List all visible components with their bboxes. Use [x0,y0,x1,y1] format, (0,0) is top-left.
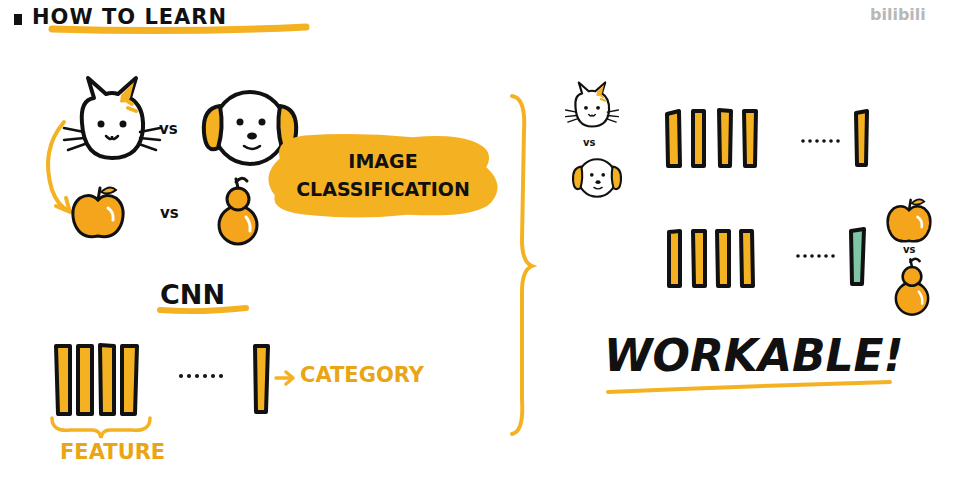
ellipsis-dots [179,374,183,378]
category-arrow [276,372,293,384]
ellipsis-dots [187,374,191,378]
feature-brace [52,418,150,438]
right-feature-bars-1 [744,111,756,166]
ellipsis-dots-1 [801,139,805,143]
ellipsis-dots-1 [836,139,840,143]
ellipsis-dots-2 [831,254,835,258]
blob-content: IMAGE CLASSIFICATION [280,148,486,203]
left-examples [64,78,160,158]
ellipsis-dots-1 [801,139,840,143]
ellipsis-dots-1 [808,139,812,143]
workable-underline [608,382,890,392]
feature-label: FEATURE [60,441,165,464]
blob-shape [260,132,506,220]
right-feature-bars-2 [693,231,705,286]
cnn-label: CNN [160,280,225,310]
vs-label: vs [159,121,178,138]
ellipsis-dots-1 [822,139,826,143]
ellipsis-dots-1 [815,139,819,143]
right-examples [566,83,931,315]
right-examples [566,83,619,127]
ellipsis-dots-1 [829,139,833,143]
ellipsis-dots [195,374,199,378]
right-feature-bars-1 [856,111,867,165]
ellipsis-dots-2 [810,254,814,258]
right-feature-bars-2 [669,231,680,286]
left-feature-bars [56,346,70,414]
ellipsis-dots [179,374,223,378]
right-feature-bars-1 [719,110,731,166]
right-examples [896,259,928,315]
ellipsis-dots-2 [824,254,828,258]
left-feature-bars [56,345,268,414]
title-decoration [14,14,22,25]
big-brace [512,96,532,434]
big-brace [512,96,532,434]
left-examples [73,187,123,236]
ellipsis-dots [211,374,215,378]
blob-text: IMAGE CLASSIFICATION [280,148,486,203]
ellipsis-dots-2 [796,254,800,258]
right-examples [888,199,931,241]
feature-brace [52,418,150,438]
left-feature-bars [255,346,268,412]
right-feature-bars-1 [667,111,680,166]
left-examples [56,198,70,212]
right-feature-bars-2 [669,229,864,286]
left-examples [48,78,296,244]
left-feature-bars [78,346,92,414]
vs-label: vs [903,244,915,255]
watermark: bilibili [870,6,926,24]
vs-label: vs [583,137,595,148]
workable-underline [608,382,890,392]
right-examples [573,159,621,196]
ellipsis-dots-2 [803,254,807,258]
category-label: CATEGORY [300,364,424,387]
left-feature-bars [100,345,114,414]
vs-label: vs [160,205,179,222]
right-feature-bars-2 [717,231,729,286]
classification-blob: IMAGE CLASSIFICATION [260,132,506,220]
title: HOW TO LEARN [32,6,227,29]
right-feature-bars-2 [741,231,753,286]
left-feature-bars [122,346,137,414]
left-examples [219,178,257,244]
ellipsis-dots-2 [796,254,835,258]
right-feature-bars-2 [851,229,864,284]
blob-fill [268,134,497,217]
workable-label: WORKABLE! [604,332,904,380]
ellipsis-dots-2 [817,254,821,258]
ellipsis-dots [203,374,207,378]
right-feature-bars-1 [693,111,704,166]
ellipsis-dots [219,374,223,378]
right-feature-bars-1 [667,110,867,166]
category-arrow [286,372,293,384]
